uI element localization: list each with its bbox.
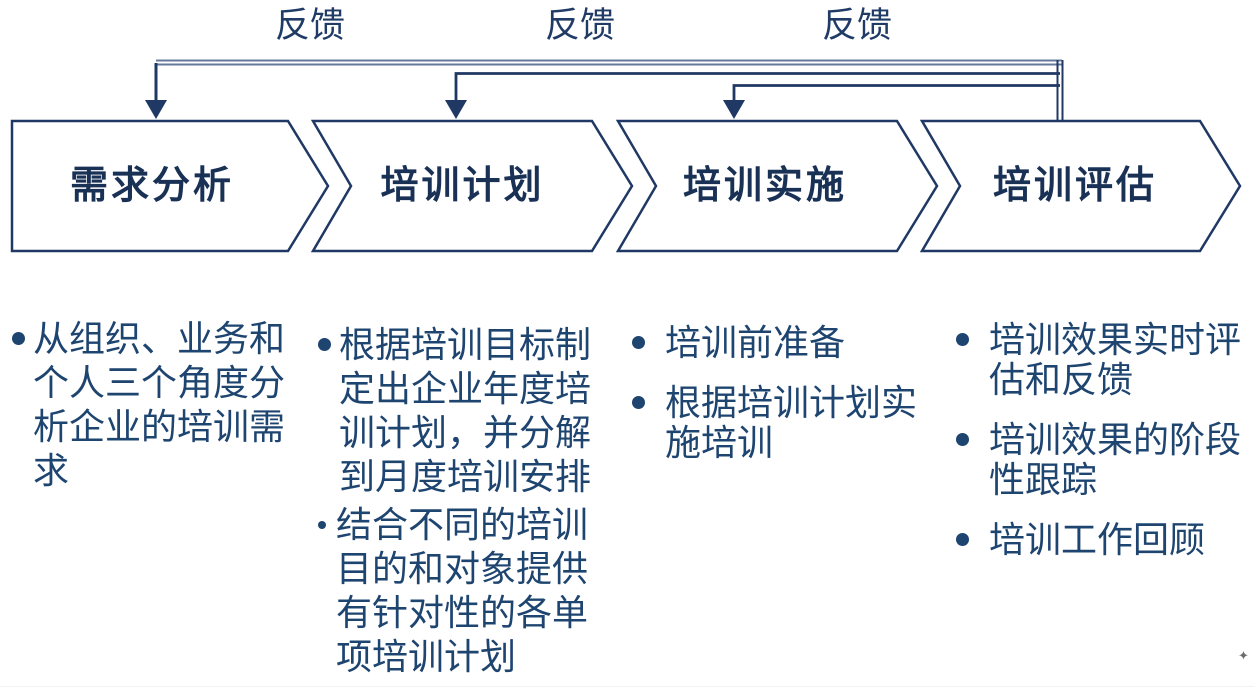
chevron-training-plan bbox=[310, 119, 634, 253]
feedback-connector-2 bbox=[445, 72, 1060, 119]
bullet-text: 从组织、业务和 个人三个角度分 析企业的培训需 求 bbox=[33, 318, 286, 491]
bullet-icon bbox=[956, 333, 969, 346]
bullet-icon bbox=[956, 433, 969, 446]
bullet-text: 培训效果的阶段 性跟踪 bbox=[989, 419, 1242, 500]
bullet-text: 培训前准备 bbox=[665, 322, 846, 363]
bullet-icon bbox=[318, 338, 331, 351]
corner-artifact-icon: ✦ bbox=[1238, 648, 1249, 663]
list-item: 培训效果实时评 估和反馈 bbox=[956, 320, 1254, 400]
bullet-text: 根据培训计划实 施培训 bbox=[665, 382, 918, 463]
feedback-label-1: 反馈 bbox=[274, 6, 345, 45]
list-item: 根据培训计划实 施培训 bbox=[632, 383, 932, 463]
list-item: 培训前准备 bbox=[632, 323, 932, 363]
bullet-text: 结合不同的培训 目的和对象提供 有针对性的各单 项培训计划 bbox=[336, 504, 589, 677]
list-item: 根据培训目标制 定出企业年度培 训计划，并分解 到月度培训安排 bbox=[318, 323, 618, 499]
stage-title-training-implementation: 培训实施 bbox=[682, 165, 847, 207]
feedback-trunk-line bbox=[1056, 60, 1064, 120]
feedback-line-1 bbox=[156, 59, 1062, 66]
list-item: 培训效果的阶段 性跟踪 bbox=[956, 420, 1254, 500]
chevron-training-evaluation bbox=[919, 119, 1242, 253]
bullet-text: 培训效果实时评 估和反馈 bbox=[989, 319, 1242, 400]
feedback-line-3 bbox=[732, 84, 1060, 102]
bullet-icon bbox=[956, 533, 969, 546]
list-item: 结合不同的培训 目的和对象提供 有针对性的各单 项培训计划 bbox=[318, 503, 618, 679]
bullets-training-implementation: 培训前准备 根据培训计划实 施培训 bbox=[632, 323, 932, 463]
bullet-icon bbox=[12, 332, 25, 345]
feedback-line-2 bbox=[454, 72, 1060, 102]
bullet-icon bbox=[632, 396, 645, 409]
bullet-text: 根据培训目标制 定出企业年度培 训计划，并分解 到月度培训安排 bbox=[339, 324, 592, 497]
list-item: 从组织、业务和 个人三个角度分 析企业的培训需 求 bbox=[12, 317, 304, 493]
list-item: 培训工作回顾 bbox=[956, 520, 1254, 560]
arrowhead-down-icon bbox=[723, 100, 745, 119]
chevron-needs-analysis bbox=[10, 119, 330, 253]
stage-title-training-plan: 培训计划 bbox=[380, 165, 545, 207]
bullets-training-plan: 根据培训目标制 定出企业年度培 训计划，并分解 到月度培训安排 结合不同的培训 … bbox=[318, 323, 618, 679]
arrowhead-down-icon bbox=[445, 100, 467, 119]
bullet-text: 培训工作回顾 bbox=[989, 519, 1206, 560]
bullet-icon bbox=[318, 521, 326, 529]
stage-title-training-evaluation: 培训评估 bbox=[992, 165, 1157, 207]
bullets-needs-analysis: 从组织、业务和 个人三个角度分 析企业的培训需 求 bbox=[12, 317, 304, 493]
bullet-icon bbox=[632, 336, 645, 349]
arrowhead-down-icon bbox=[145, 100, 167, 119]
feedback-connector-1 bbox=[145, 59, 1062, 119]
feedback-label-3: 反馈 bbox=[821, 6, 892, 45]
chevron-training-implementation bbox=[615, 119, 939, 253]
stage-title-needs-analysis: 需求分析 bbox=[69, 165, 234, 207]
bullets-training-evaluation: 培训效果实时评 估和反馈 培训效果的阶段 性跟踪 培训工作回顾 bbox=[956, 320, 1254, 560]
feedback-connector-3 bbox=[723, 84, 1060, 119]
feedback-label-2: 反馈 bbox=[544, 6, 615, 45]
